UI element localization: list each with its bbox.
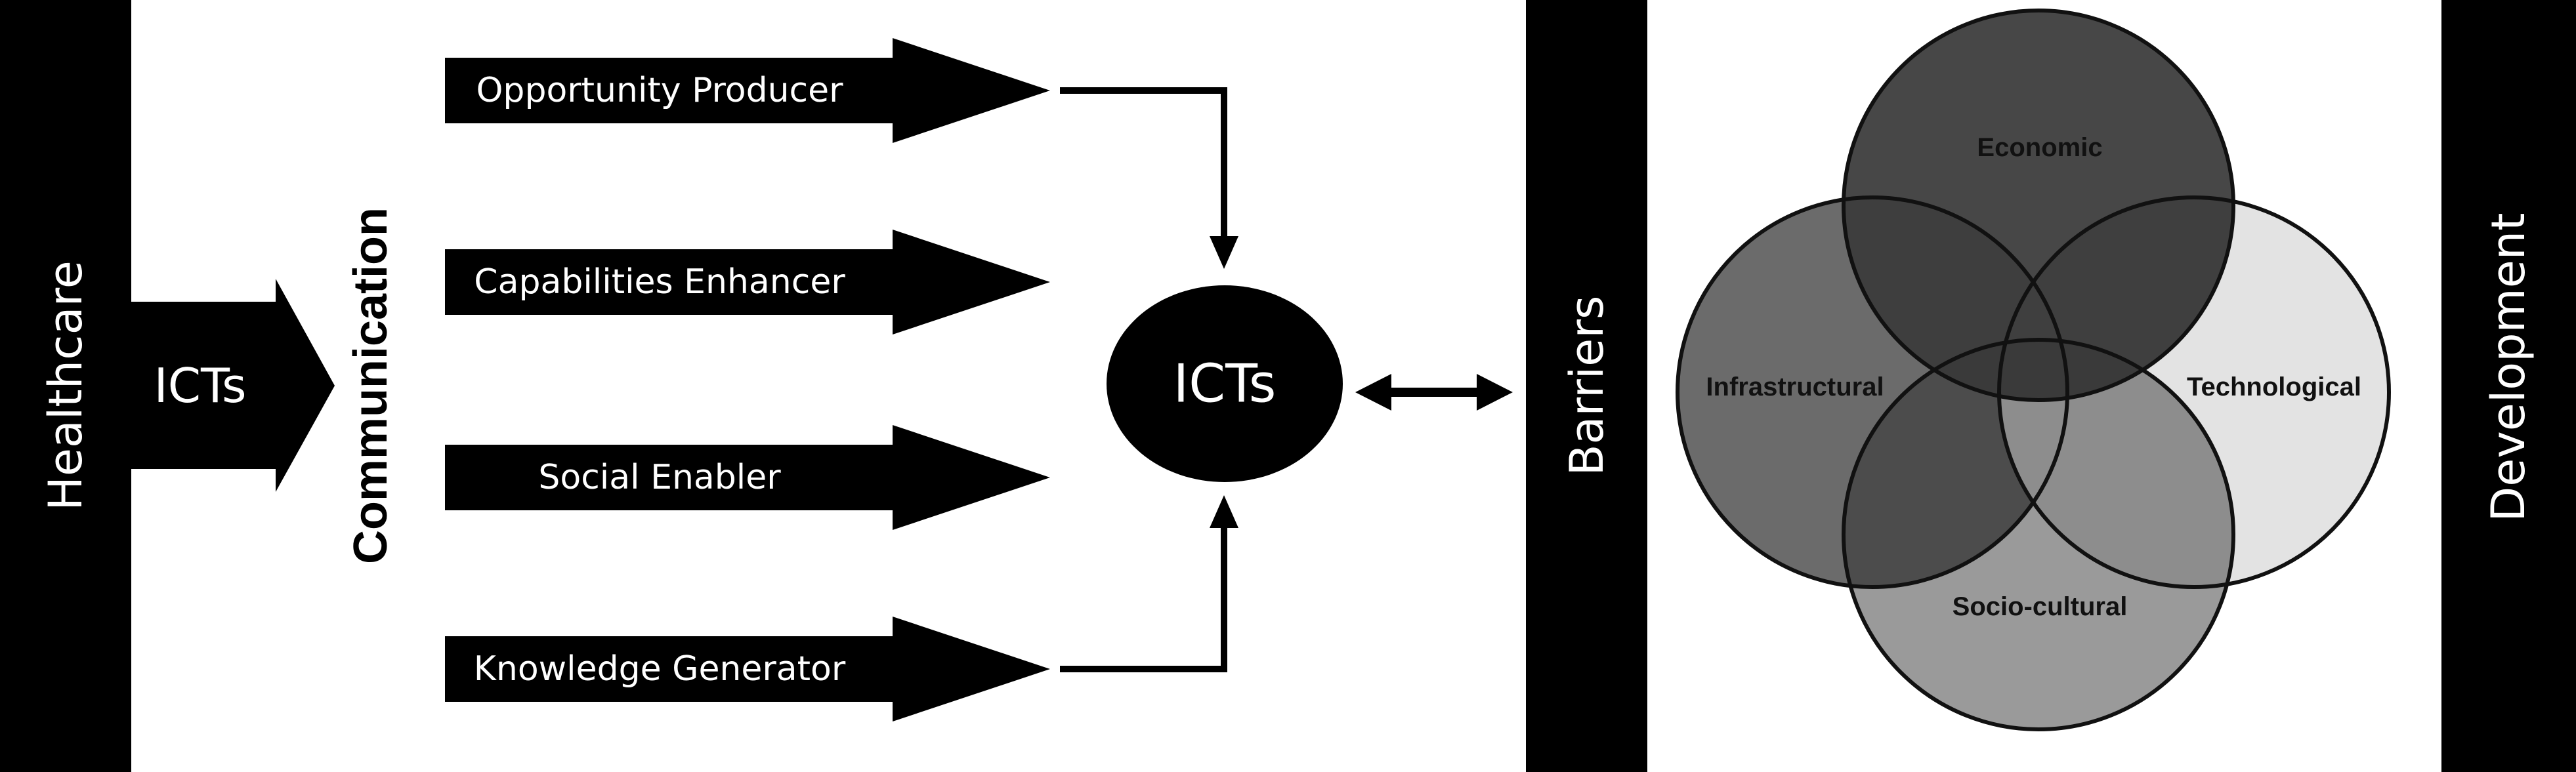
role-label-capabilities-enhancer: Capabilities Enhancer bbox=[474, 262, 845, 302]
venn-label-technological: Technological bbox=[2187, 373, 2361, 401]
venn-label-sociocultural: Socio-cultural bbox=[1953, 592, 2128, 621]
role-label-knowledge-generator: Knowledge Generator bbox=[474, 649, 846, 689]
venn-diagram: Economic Infrastructural Technological S… bbox=[1676, 9, 2391, 731]
role-arrow-opportunity-producer: Opportunity Producer bbox=[445, 38, 1050, 143]
barriers-bar: Barriers bbox=[1526, 0, 1647, 772]
venn-label-infrastructural: Infrastructural bbox=[1706, 373, 1884, 401]
role-label-social-enabler: Social Enabler bbox=[538, 458, 781, 497]
role-label-opportunity-producer: Opportunity Producer bbox=[476, 71, 844, 110]
healthcare-label: Healthcare bbox=[39, 260, 93, 511]
role-arrow-social-enabler: Social Enabler bbox=[445, 425, 1050, 530]
development-bar: Development bbox=[2441, 0, 2576, 772]
connector-top bbox=[1060, 87, 1238, 269]
icts-ellipse: ICTs bbox=[1107, 285, 1343, 482]
role-arrow-capabilities-enhancer: Capabilities Enhancer bbox=[445, 230, 1050, 335]
icts-arrow-label: ICTs bbox=[154, 358, 246, 413]
role-arrow-knowledge-generator: Knowledge Generator bbox=[445, 617, 1050, 721]
icts-ellipse-label: ICTs bbox=[1173, 354, 1277, 415]
healthcare-bar: Healthcare bbox=[0, 0, 131, 772]
venn-label-economic: Economic bbox=[1977, 133, 2102, 162]
connector-bottom bbox=[1060, 495, 1238, 672]
communication-label: Communication bbox=[345, 207, 397, 564]
development-label: Development bbox=[2481, 213, 2535, 521]
double-arrow bbox=[1355, 374, 1513, 411]
barriers-label: Barriers bbox=[1560, 295, 1614, 476]
icts-arrow: ICTs bbox=[131, 279, 335, 492]
